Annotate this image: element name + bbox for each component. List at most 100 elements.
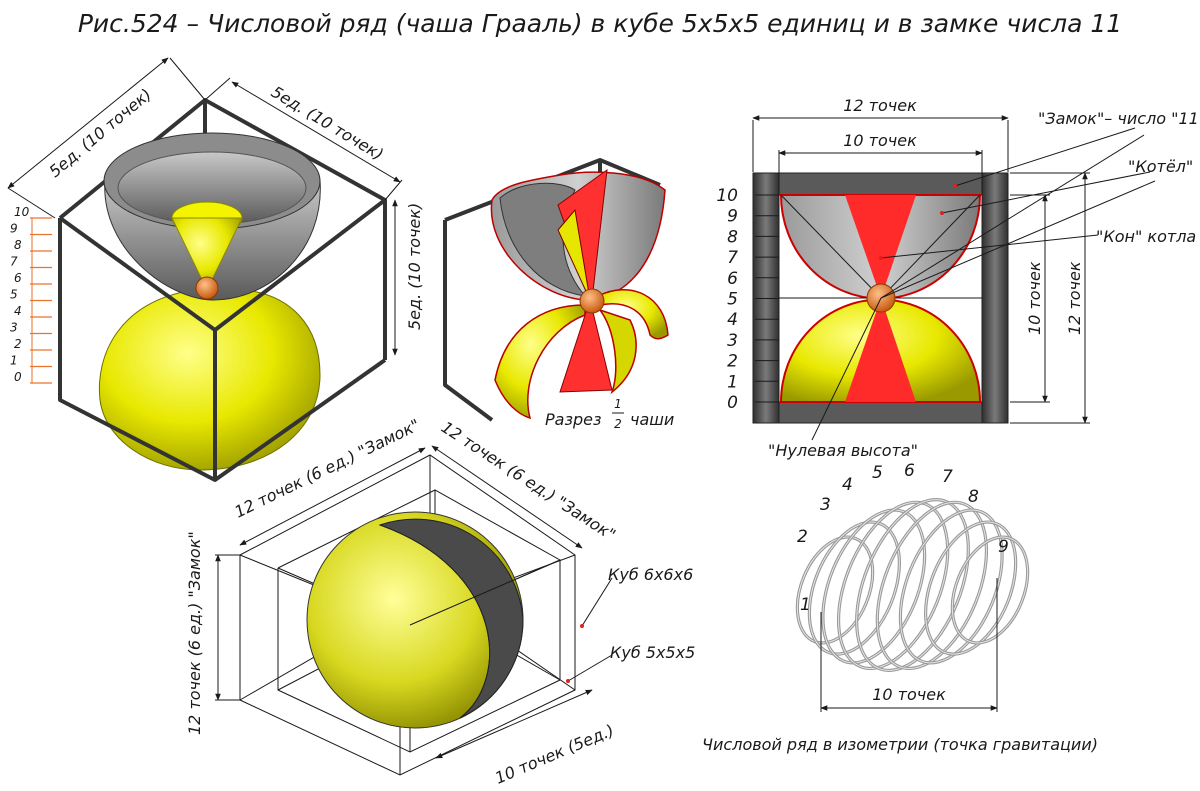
spiral-number: 4 [842, 475, 853, 495]
spiral-number: 3 [820, 495, 831, 515]
orange-scale-label: 0 [14, 370, 22, 384]
callout-kon: "Кон" котла [1096, 227, 1196, 246]
orange-scale-label: 2 [14, 337, 22, 351]
spiral-coil-highlight [925, 521, 1017, 655]
sphere-dim-bottom [435, 689, 593, 759]
callout-zero-leader [811, 297, 882, 441]
spiral-number: 7 [942, 467, 953, 487]
spiral-number: 9 [998, 537, 1009, 557]
spiral-number: 5 [872, 463, 883, 483]
cut-label-num: 1 [614, 397, 622, 411]
cut-label-den: 2 [614, 417, 622, 431]
cube-front-edges [58, 218, 387, 482]
cut-yellow-cone-top [557, 208, 591, 301]
dim-left-ext1 [7, 187, 56, 219]
cube5-leader [567, 654, 613, 682]
yellow-cone [171, 217, 243, 292]
section-scale-label: 3 [727, 331, 738, 351]
cut-orange-point [579, 288, 605, 314]
orange-scale-label: 4 [14, 304, 22, 318]
sphere-cube-figure: 12 точек (6 ед.) "Замок" 12 точек (6 ед.… [185, 415, 695, 787]
section-scale-label: 7 [727, 248, 738, 268]
callout-kon-dot [879, 256, 883, 260]
cube5-label: Куб 5х5х5 [610, 643, 695, 662]
section-scale-label: 8 [727, 227, 738, 247]
section-height-inner: 10 точек [1025, 261, 1044, 335]
callout-kotel-leader [941, 171, 1151, 214]
spiral-coil-highlight [899, 509, 1003, 664]
callout-zamok: "Замок"– число "11" [1038, 109, 1200, 128]
lower-yellow-bowl [98, 289, 321, 471]
cut-frame-left [443, 220, 494, 422]
section-scale-label: 4 [727, 310, 738, 330]
section-scale-label: 2 [727, 352, 738, 372]
cut-label-suffix: чаши [630, 410, 674, 429]
orange-scale-label: 6 [14, 271, 22, 285]
section-scale-label: 6 [727, 269, 738, 289]
section-scale-label: 0 [727, 393, 738, 413]
callout-zamok-leader [954, 127, 1136, 187]
spiral-coil [898, 508, 1004, 665]
spiral-coil-highlight [951, 536, 1029, 644]
callout-zamok-leader2 [880, 134, 1145, 299]
front-box-edges [409, 559, 561, 680]
spiral-number: 6 [904, 461, 915, 481]
cube6-dot [580, 624, 584, 628]
section-wall-top [778, 172, 983, 196]
orange-scale-label: 3 [10, 321, 18, 335]
section-ray-right [880, 194, 981, 299]
spiral-number: 8 [968, 487, 979, 507]
orange-scale-label: 8 [14, 238, 22, 252]
grail-cube-figure: 5ед. (10 точек) 5ед. (10 точек) 5ед. (10… [7, 57, 424, 482]
cut-yellow-petal-front [597, 308, 637, 395]
callout-kon-leader [880, 234, 1099, 259]
section-height-outer: 12 точек [1065, 261, 1084, 335]
spiral-number: 1 [800, 595, 811, 615]
callout-kotel-leader2 [880, 180, 1156, 299]
callout-zero: "Нулевая высота" [768, 441, 918, 460]
orange-scale-label: 7 [10, 255, 18, 269]
spiral-coil-highlight [838, 501, 949, 669]
sphere-bottom-label: 10 точек (5ед.) [492, 720, 617, 787]
spiral-coil-highlight [822, 509, 926, 664]
dim-right-label: 5ед. (10 точек) [405, 203, 424, 330]
section-wall-bottom [778, 401, 983, 424]
figure-title: Рис.524 – Числовой ряд (чаша Грааль) в к… [78, 9, 1122, 38]
orange-scale-label: 9 [10, 222, 18, 236]
section-width-inner: 10 точек [843, 131, 917, 150]
callout-kotel-dot [940, 211, 944, 215]
section-figure: 12 точек 10 точек 10 точек 12 точек "Зам… [716, 96, 1200, 460]
spiral-coils [795, 498, 1030, 672]
cut-yellow-petal-left [494, 304, 586, 420]
half-cut-figure: Разрез 1 2 чаши [443, 158, 674, 431]
cube5-dot [566, 679, 570, 683]
orange-scale-label: 5 [10, 288, 18, 302]
callout-zamok-dot [953, 184, 957, 188]
cube6-label: Куб 6х6х6 [608, 565, 693, 584]
dim-top-ext1 [204, 77, 231, 101]
spiral-coil-highlight [856, 499, 969, 671]
section-wall-right [981, 172, 1009, 424]
orange-scale-label: 10 [14, 205, 30, 219]
dim-top-ext2 [384, 179, 403, 201]
section-red-cone-bottom [845, 298, 916, 402]
spiral-caption: Числовой ряд в изометрии (точка гравитац… [702, 735, 1098, 754]
section-scale-label: 1 [727, 372, 738, 392]
dim-left-ext2 [169, 57, 206, 101]
callout-kotel: "Котёл" [1128, 157, 1193, 176]
spiral-width-label: 10 точек [872, 685, 946, 704]
orange-point [195, 276, 219, 300]
section-scale-label: 10 [716, 186, 738, 206]
sphere-dim-top-right [431, 445, 583, 549]
cube6-leader [581, 577, 613, 627]
cut-label-prefix: Разрез [545, 410, 601, 429]
section-scale-label: 9 [727, 207, 738, 227]
sphere-dim-top-left [239, 447, 426, 546]
dim-left-line [7, 57, 169, 189]
spiral-number: 2 [797, 527, 808, 547]
section-scale-label: 5 [727, 290, 738, 310]
